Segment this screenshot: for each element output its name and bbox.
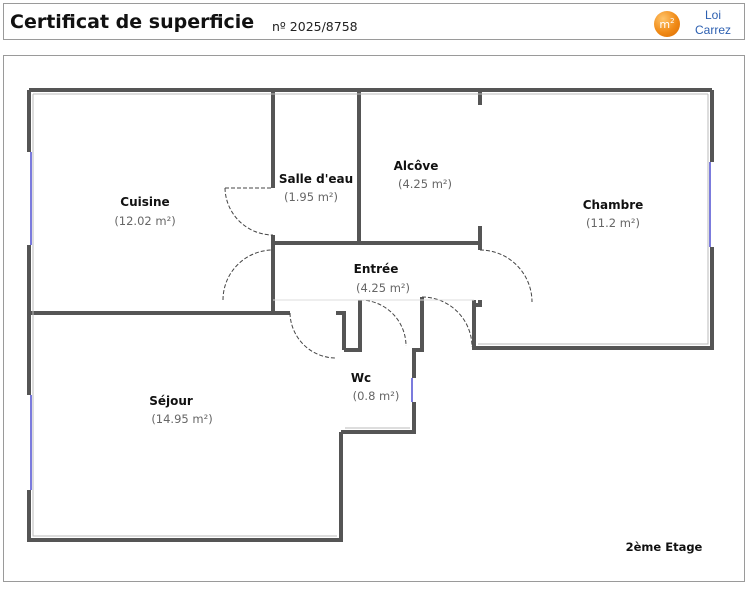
- windows: [30, 152, 711, 490]
- floor-plan-frame: [3, 55, 745, 582]
- page-title: Certificat de superficie: [10, 11, 255, 33]
- certificate-number: nº 2025/8758: [272, 19, 358, 34]
- room-area-sejour: (14.95 m²): [151, 412, 212, 426]
- room-area-cuisine: (12.02 m²): [114, 214, 175, 228]
- room-name-sejour: Séjour: [149, 394, 193, 408]
- room-name-chambre: Chambre: [583, 198, 644, 212]
- room-area-alcove: (4.25 m²): [398, 177, 452, 191]
- door-swings: [222, 187, 533, 359]
- room-area-salle-d-eau: (1.95 m²): [284, 190, 338, 204]
- room-area-wc: (0.8 m²): [353, 389, 400, 403]
- loi-carrez-label: Loi Carrez: [694, 8, 731, 37]
- room-area-entree: (4.25 m²): [356, 281, 410, 295]
- floor-label: 2ème Etage: [626, 540, 703, 554]
- room-name-cuisine: Cuisine: [120, 195, 169, 209]
- wall-inner-lines: [32, 93, 709, 537]
- room-name-alcove: Alcôve: [394, 159, 439, 173]
- room-name-salle-d-eau: Salle d'eau: [279, 172, 353, 186]
- walls: [27, 88, 714, 542]
- room-name-wc: Wc: [351, 371, 371, 385]
- room-area-chambre: (11.2 m²): [586, 216, 640, 230]
- room-name-entree: Entrée: [354, 262, 399, 276]
